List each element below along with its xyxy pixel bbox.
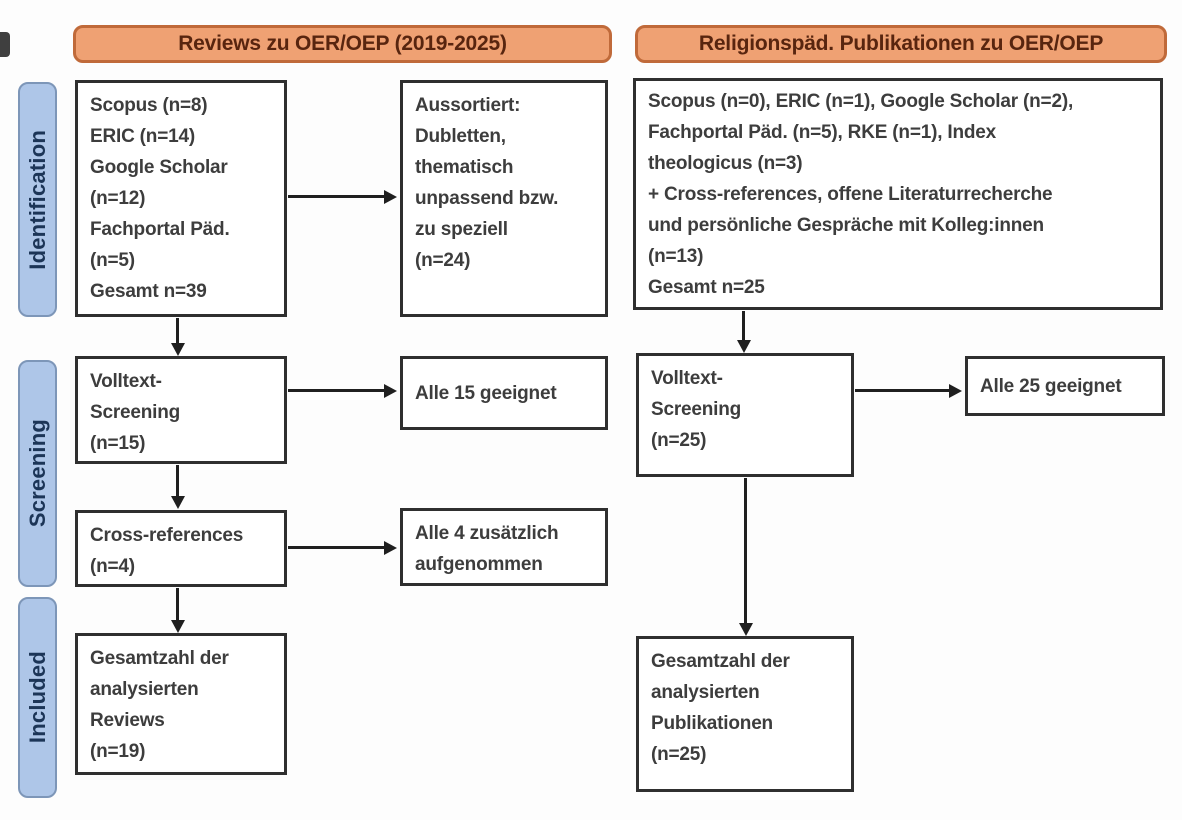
left-eligible-box: Alle 15 geeignet [400, 356, 608, 430]
arrow-right-fulltext-to-eligible [855, 389, 950, 392]
right-eligible-box: Alle 25 geeignet [965, 356, 1165, 416]
stage-label-included-text: Included [24, 651, 50, 744]
arrow-left-sources-to-fulltext [176, 318, 179, 344]
stage-label-identification-text: Identification [24, 129, 50, 270]
stage-label-screening-text: Screening [24, 419, 50, 528]
stage-label-screening: Screening [18, 360, 57, 587]
arrow-right-sources-to-fulltext [742, 311, 745, 341]
arrow-left-crossreferences-to-total [176, 588, 179, 621]
right-fulltext-screening-box: Volltext- Screening (n=25) [636, 353, 854, 477]
edge-artifact [0, 32, 10, 57]
stage-label-included: Included [18, 597, 57, 798]
left-crossreferences-box: Cross-references (n=4) [75, 510, 287, 587]
arrow-left-crossreferences-to-added [288, 546, 385, 549]
right-total-box: Gesamtzahl der analysierten Publikatione… [636, 636, 854, 792]
arrow-right-fulltext-to-total [744, 478, 747, 624]
left-total-box: Gesamtzahl der analysierten Reviews (n=1… [75, 633, 287, 775]
column-header-left: Reviews zu OER/OEP (2019-2025) [73, 25, 612, 63]
left-excluded-box: Aussortiert: Dubletten, thematisch unpas… [400, 80, 608, 317]
arrow-left-fulltext-to-eligible [288, 389, 385, 392]
left-fulltext-screening-box: Volltext- Screening (n=15) [75, 356, 287, 464]
left-sources-box: Scopus (n=8) ERIC (n=14) Google Scholar … [75, 80, 287, 317]
arrow-left-fulltext-to-crossreferences [176, 465, 179, 497]
column-header-right: Religionspäd. Publikationen zu OER/OEP [635, 25, 1167, 63]
left-added-box: Alle 4 zusätzlich aufgenommen [400, 508, 608, 586]
right-sources-box: Scopus (n=0), ERIC (n=1), Google Scholar… [633, 78, 1163, 310]
arrow-left-sources-to-excluded [288, 195, 385, 198]
stage-label-identification: Identification [18, 82, 57, 317]
